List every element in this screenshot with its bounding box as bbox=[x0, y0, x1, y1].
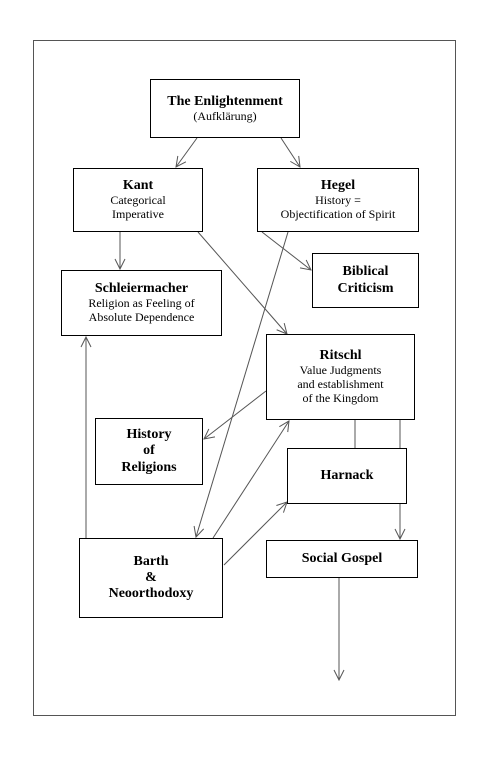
node-biblical-criticism-title-line: Criticism bbox=[337, 280, 394, 296]
edge-barth-harnack bbox=[223, 502, 287, 566]
node-history-of-religions-title-line: History bbox=[126, 427, 172, 443]
node-schleiermacher: Schleiermacher Religion as Feeling of Ab… bbox=[61, 270, 222, 336]
edge-ritschl-history-of-religions bbox=[204, 390, 267, 439]
node-kant-title: Kant bbox=[122, 178, 154, 194]
node-kant-subtitle-line: Imperative bbox=[112, 207, 164, 222]
node-barth-title-line: Neoorthodoxy bbox=[108, 586, 194, 602]
node-history-of-religions: History of Religions bbox=[95, 418, 203, 485]
node-hegel: Hegel History = Objectification of Spiri… bbox=[257, 168, 419, 232]
node-harnack: Harnack bbox=[287, 448, 407, 504]
node-ritschl-subtitle-line: Value Judgments bbox=[299, 363, 382, 378]
diagram-frame bbox=[33, 40, 456, 716]
edge-kant-ritschl bbox=[197, 231, 287, 334]
edge-hegel-biblical-criticism bbox=[261, 231, 311, 270]
node-ritschl: Ritschl Value Judgments and establishmen… bbox=[266, 334, 415, 420]
node-harnack-title: Harnack bbox=[320, 467, 374, 483]
node-hegel-title: Hegel bbox=[320, 178, 356, 194]
node-biblical-criticism: Biblical Criticism bbox=[312, 253, 419, 308]
node-hegel-subtitle-line: History = bbox=[315, 193, 361, 208]
edge-enlightenment-hegel bbox=[280, 137, 300, 167]
node-ritschl-title: Ritschl bbox=[319, 348, 362, 364]
node-schleiermacher-subtitle-line: Absolute Dependence bbox=[88, 310, 195, 325]
node-kant: Kant Categorical Imperative bbox=[73, 168, 203, 232]
node-ritschl-subtitle-line: of the Kingdom bbox=[302, 390, 379, 405]
node-history-of-religions-title-line: Religions bbox=[121, 459, 177, 475]
node-biblical-criticism-title-line: Biblical bbox=[342, 264, 389, 280]
node-schleiermacher-title: Schleiermacher bbox=[94, 281, 189, 297]
node-enlightenment-subtitle: (Aufklärung) bbox=[193, 108, 257, 123]
node-barth-title-line: Barth bbox=[133, 553, 169, 569]
node-ritschl-subtitle-line: and establishment bbox=[297, 377, 384, 392]
node-barth-title-line: & bbox=[145, 569, 157, 585]
edge-enlightenment-kant bbox=[176, 137, 198, 167]
node-kant-subtitle-line: Categorical bbox=[110, 193, 166, 208]
node-schleiermacher-subtitle-line: Religion as Feeling of bbox=[88, 296, 195, 311]
node-barth-neoorthodoxy: Barth & Neoorthodoxy bbox=[79, 538, 223, 618]
edge-barth-ritschl bbox=[212, 421, 289, 539]
node-hegel-subtitle-line: Objectification of Spirit bbox=[280, 207, 396, 222]
node-social-gospel: Social Gospel bbox=[266, 540, 418, 578]
node-enlightenment-title: The Enlightenment bbox=[167, 93, 283, 109]
node-history-of-religions-title-line: of bbox=[143, 443, 155, 459]
edge-hegel-barth bbox=[196, 231, 289, 537]
node-social-gospel-title: Social Gospel bbox=[301, 550, 383, 566]
node-enlightenment: The Enlightenment (Aufklärung) bbox=[150, 79, 300, 138]
